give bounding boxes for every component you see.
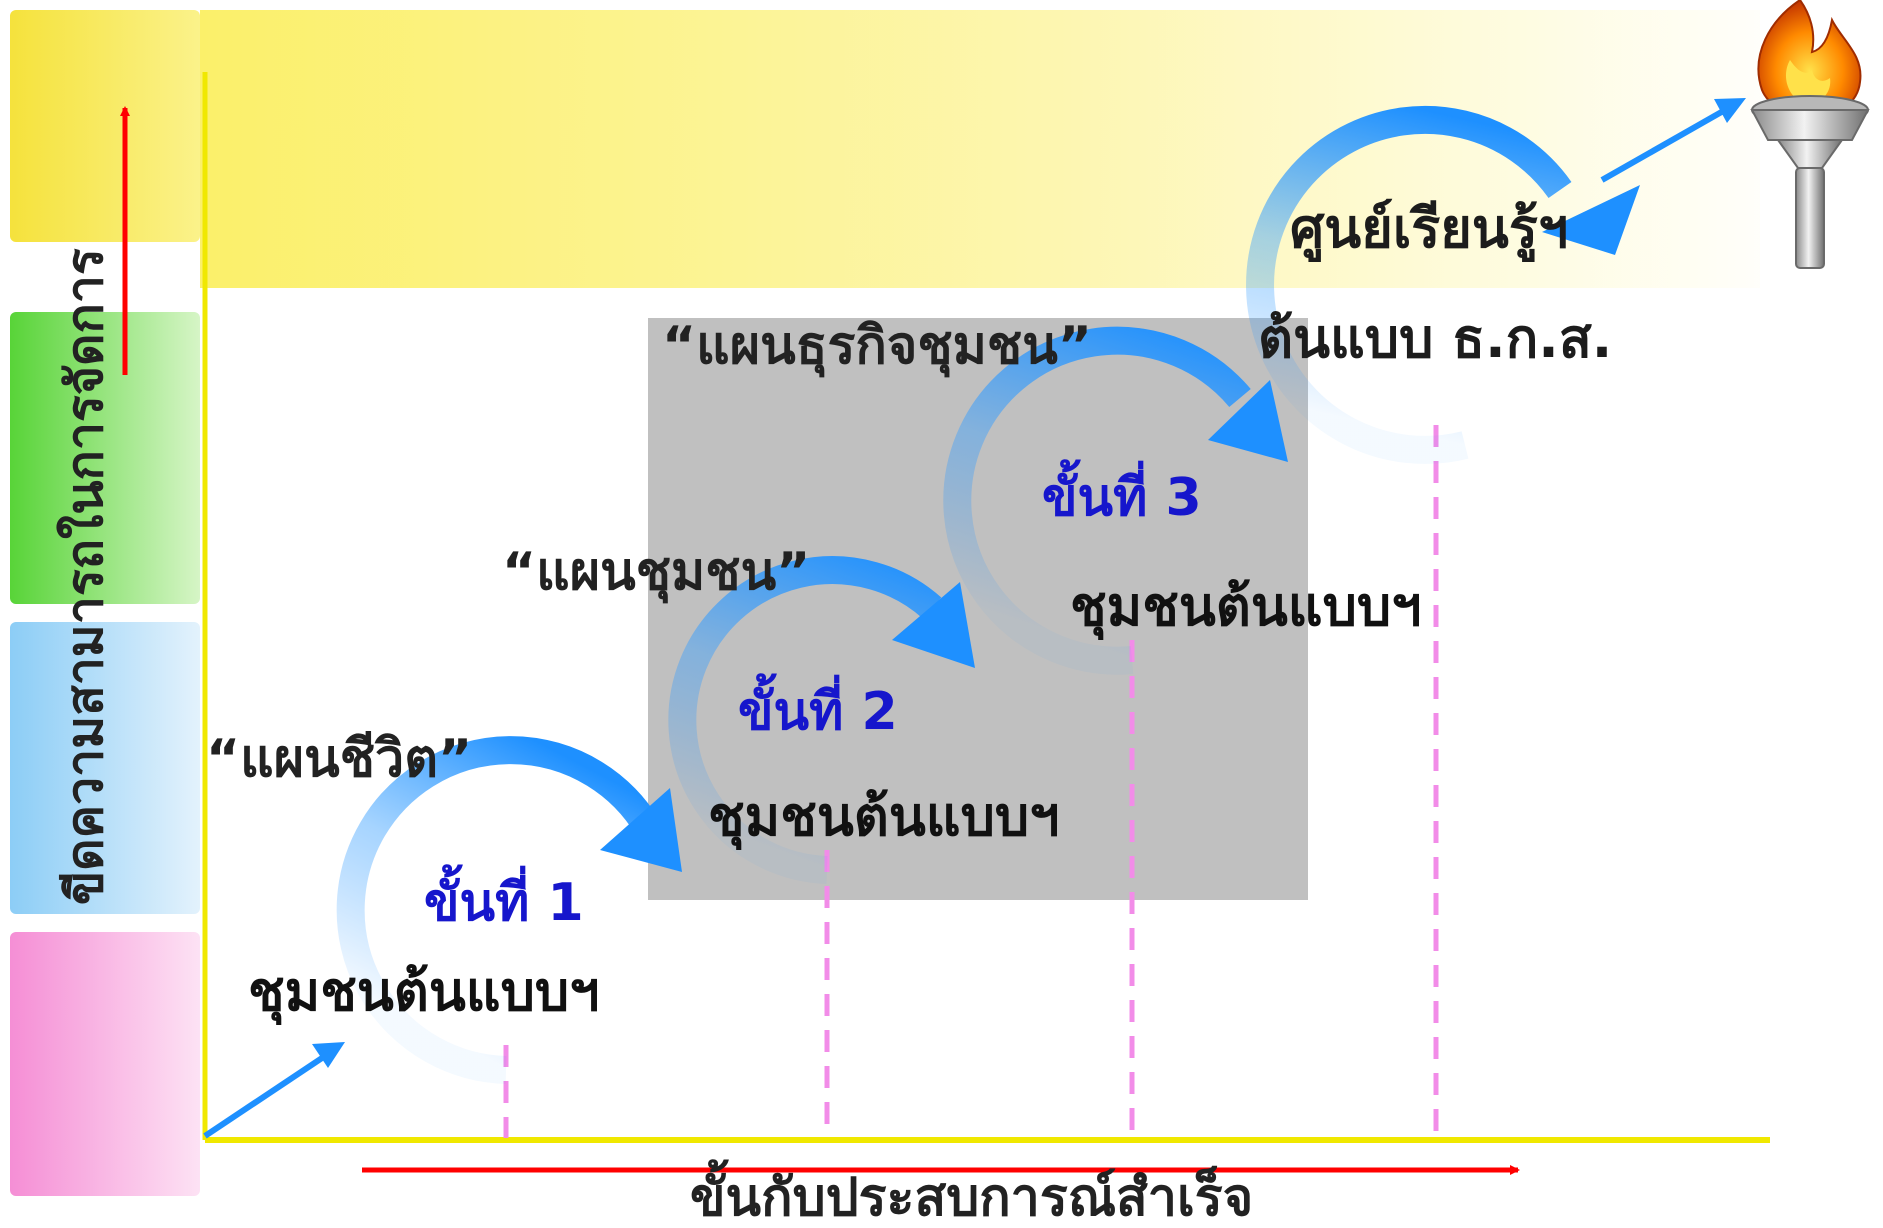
curve-arrow-step-3	[943, 326, 1288, 675]
step-1-label: ขั้นที่ 1	[424, 873, 584, 933]
step-2-label: ขั้นที่ 2	[738, 682, 898, 742]
y-axis-label: ขีดความสามารถในการจัดการ	[56, 248, 114, 905]
step-2-community: ชุมชนต้นแบบฯ	[708, 785, 1060, 848]
band-blue	[10, 622, 200, 914]
curve-arrow-step-1	[336, 736, 682, 1084]
step-3-community: ชุมชนต้นแบบฯ	[1070, 575, 1422, 638]
to-torch-arrow	[1600, 98, 1746, 183]
curve-arrow-final	[1246, 105, 1640, 464]
step-1-community: ชุมชนต้นแบบฯ	[248, 960, 600, 1023]
curve-arrow-step-2	[668, 556, 975, 884]
life-plan-label: “แผนชีวิต”	[206, 729, 473, 789]
diagram-stage: ขีดความสามารถในการจัดการ ขั้นกับประสบการ…	[10, 0, 1870, 1224]
learning-center-label: ศูนย์เรียนรู้ฯ	[1290, 197, 1569, 260]
step-3-label: ขั้นที่ 3	[1042, 468, 1202, 528]
start-arrow	[203, 1042, 345, 1139]
baac-model-label: ต้นแบบ ธ.ก.ส.	[1258, 307, 1613, 370]
community-plan-label: “แผนชุมชน”	[502, 542, 811, 602]
torch-icon	[1750, 0, 1870, 269]
x-axis-label: ขั้นกับประสบการณ์สำเร็จ	[690, 1168, 1254, 1228]
band-green	[10, 312, 200, 604]
business-plan-label: “แผนธุรกิจชุมชน”	[662, 316, 1092, 376]
diagram-svg	[120, 0, 1870, 1175]
band-yellow	[10, 10, 200, 242]
band-pink	[10, 932, 200, 1196]
